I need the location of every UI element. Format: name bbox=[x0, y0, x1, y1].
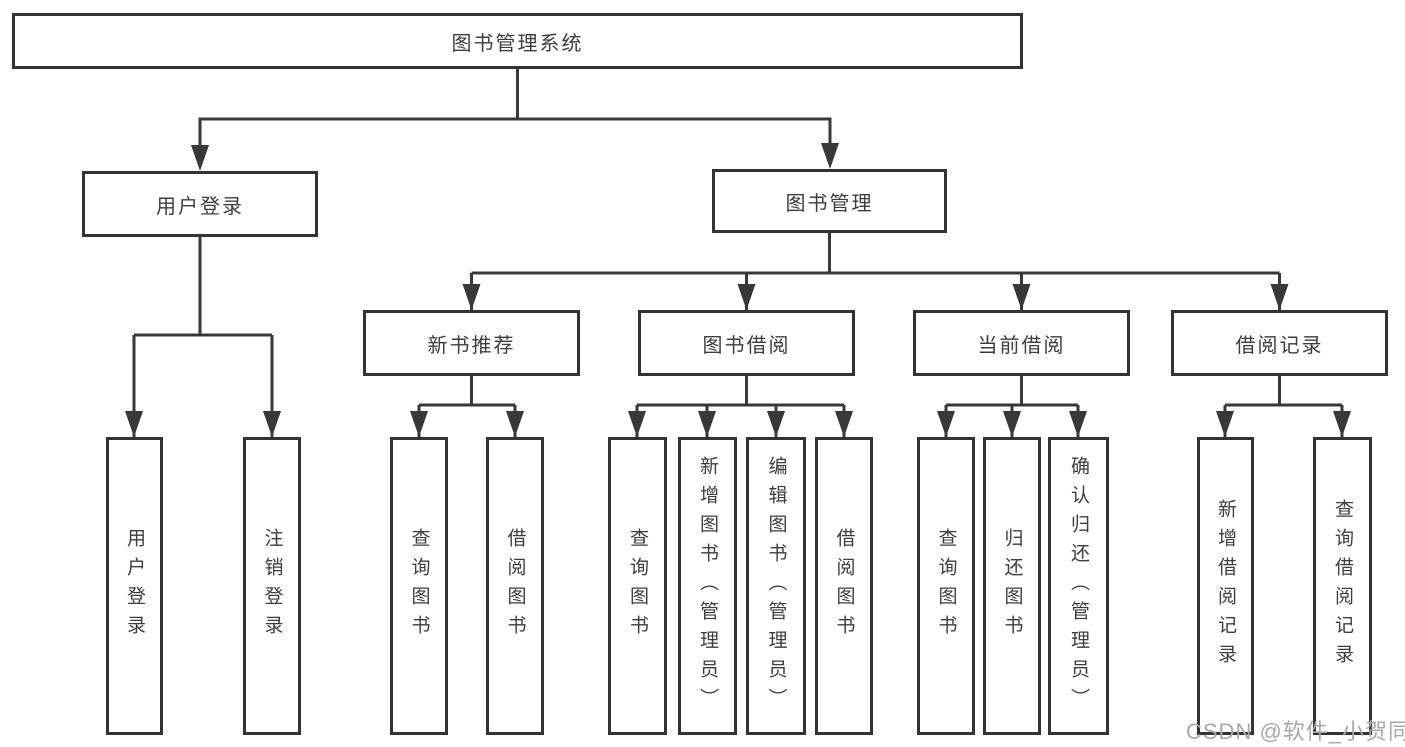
node-user-login-label: 用户登录 bbox=[156, 195, 244, 218]
node-borrowing-query-books: 查询图书 bbox=[608, 437, 667, 735]
node-current-confirm-return-label: 确认归还（管理员） bbox=[1068, 455, 1089, 717]
node-recommend-query-books: 查询图书 bbox=[390, 437, 448, 735]
node-recommend-borrow-books: 借阅图书 bbox=[486, 437, 544, 735]
node-new-book-recommend-label: 新书推荐 bbox=[427, 334, 516, 357]
node-records-add-record: 新增借阅记录 bbox=[1197, 437, 1254, 735]
node-records-query-record-label: 查询借阅记录 bbox=[1332, 499, 1353, 673]
node-records-add-record-label: 新增借阅记录 bbox=[1215, 499, 1236, 673]
node-current-query-books-label: 查询图书 bbox=[935, 528, 957, 644]
node-logout-leaf: 注销登录 bbox=[243, 437, 301, 735]
node-book-management-label: 图书管理 bbox=[785, 192, 874, 215]
node-borrowing-records: 借阅记录 bbox=[1171, 310, 1388, 376]
node-borrowing-add-books-label: 新增图书（管理员） bbox=[697, 455, 718, 717]
node-user-login: 用户登录 bbox=[82, 171, 318, 237]
node-current-confirm-return: 确认归还（管理员） bbox=[1048, 437, 1109, 735]
node-borrowing-edit-books: 编辑图书（管理员） bbox=[746, 437, 806, 735]
node-user-login-leaf: 用户登录 bbox=[106, 437, 163, 735]
watermark: CSDN @软件_小贺同学 bbox=[1186, 719, 1405, 744]
node-system-label: 图书管理系统 bbox=[451, 32, 584, 55]
node-current-borrowing-label: 当前借阅 bbox=[977, 334, 1066, 357]
node-current-borrowing: 当前借阅 bbox=[913, 310, 1130, 376]
node-current-query-books: 查询图书 bbox=[917, 437, 975, 735]
node-records-query-record: 查询借阅记录 bbox=[1313, 437, 1372, 735]
node-borrowing-records-label: 借阅记录 bbox=[1235, 334, 1324, 357]
node-borrowing-borrow-books: 借阅图书 bbox=[815, 437, 873, 735]
node-system: 图书管理系统 bbox=[12, 13, 1023, 69]
node-borrowing-add-books: 新增图书（管理员） bbox=[678, 437, 737, 735]
node-book-borrowing-label: 图书借阅 bbox=[702, 334, 791, 357]
node-borrowing-borrow-books-label: 借阅图书 bbox=[833, 528, 855, 644]
node-borrowing-query-books-label: 查询图书 bbox=[627, 528, 648, 644]
node-borrowing-edit-books-label: 编辑图书（管理员） bbox=[765, 455, 787, 717]
node-recommend-borrow-books-label: 借阅图书 bbox=[504, 528, 526, 644]
node-current-return-books-label: 归还图书 bbox=[1001, 528, 1023, 644]
node-current-return-books: 归还图书 bbox=[983, 437, 1041, 735]
node-new-book-recommend: 新书推荐 bbox=[363, 310, 580, 376]
node-user-login-leaf-label: 用户登录 bbox=[124, 528, 145, 644]
node-book-borrowing: 图书借阅 bbox=[638, 310, 855, 376]
node-recommend-query-books-label: 查询图书 bbox=[408, 528, 430, 644]
node-logout-leaf-label: 注销登录 bbox=[261, 528, 283, 644]
node-book-management: 图书管理 bbox=[712, 169, 947, 233]
